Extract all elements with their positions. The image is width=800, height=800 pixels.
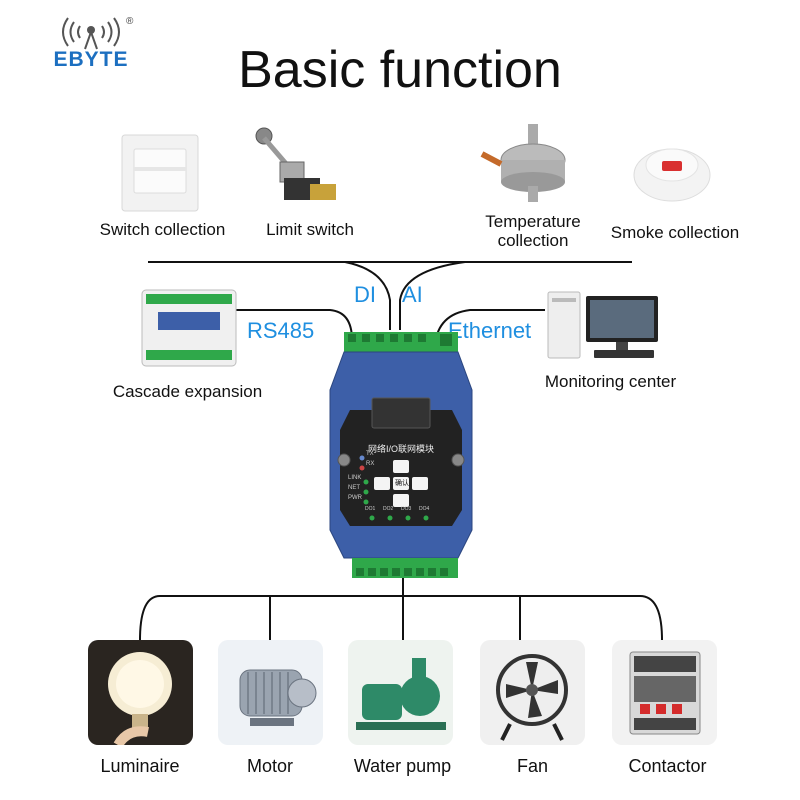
output-bus-right	[639, 595, 663, 641]
ai-wire	[399, 261, 466, 330]
led-net-label: NET	[348, 485, 360, 491]
page-title: Basic function	[238, 41, 562, 99]
smoke-collection-label: Smoke collection	[610, 223, 740, 242]
wireless-signal-icon	[62, 17, 120, 50]
load-cell-image	[480, 124, 590, 204]
led-pwr-label: PWR	[348, 495, 362, 501]
brand-name: EBYTE	[53, 48, 129, 71]
cascade-module-image	[140, 288, 238, 368]
wall-switch-image	[120, 133, 200, 213]
water-pump-label: Water pump	[353, 756, 452, 776]
contactor-label: Contactor	[628, 756, 707, 776]
motor-image	[218, 640, 323, 745]
led-tx-label: TX	[366, 451, 374, 457]
cascade-expansion-label: Cascade expansion	[112, 382, 263, 401]
luminaire-image	[88, 640, 193, 745]
monitoring-center-label: Monitoring center	[544, 372, 677, 391]
switch-collection-label: Switch collection	[99, 220, 226, 239]
rs485-port-label: RS485	[247, 318, 315, 343]
ai-port-label: AI	[402, 282, 423, 307]
device-screen-title: 网络I/O联网模块	[367, 444, 434, 454]
water-pump-image	[348, 640, 453, 745]
led-rx-label: RX	[366, 461, 375, 467]
do3-label: DO3	[401, 506, 412, 512]
motor-label: Motor	[246, 756, 293, 776]
registered-mark: ®	[126, 16, 134, 27]
do1-label: DO1	[365, 506, 376, 512]
confirm-key-label: 确认	[395, 480, 409, 487]
di-port-label: DI	[354, 282, 376, 307]
temperature-collection-label: Temperature collection	[485, 212, 581, 250]
led-link-label: LINK	[348, 475, 362, 481]
fan-image	[480, 640, 585, 745]
smoke-detector-image	[632, 135, 712, 205]
output-bus-left	[139, 595, 161, 641]
limit-switch-image	[250, 126, 340, 216]
ethernet-port-label: Ethernet	[448, 318, 532, 343]
do4-label: DO4	[419, 506, 430, 512]
computer-image	[546, 290, 661, 362]
contactor-image	[612, 640, 717, 745]
brand-logo: ® EBYTE	[36, 16, 146, 76]
di-wire	[344, 261, 391, 330]
luminaire-label: Luminaire	[100, 756, 180, 776]
fan-label: Fan	[516, 756, 549, 776]
io-module-device: 网络I/O联网模块 确认 TX RX LINK NET PWR DO1 DO2 …	[322, 330, 480, 580]
limit-switch-label: Limit switch	[266, 220, 354, 239]
do2-label: DO2	[383, 506, 394, 512]
